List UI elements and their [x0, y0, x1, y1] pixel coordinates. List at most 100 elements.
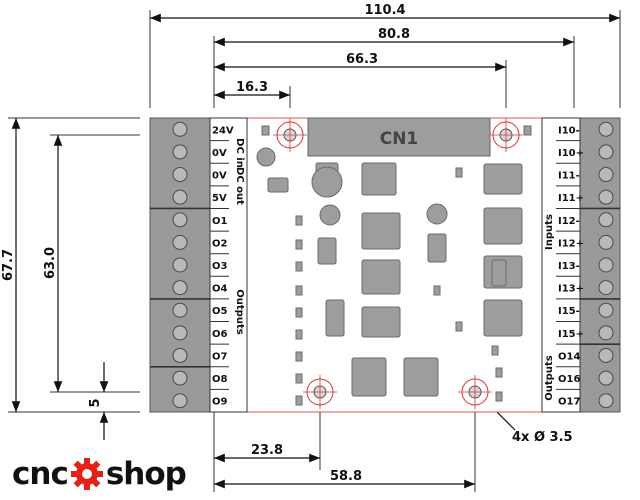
- mounting-hole-top-right: [489, 118, 523, 152]
- dimension-label: 80.8: [378, 27, 410, 42]
- terminal-screw: [598, 393, 614, 409]
- component-chip: [403, 357, 439, 397]
- component-chip: [361, 306, 401, 338]
- terminal-label: I13-: [558, 261, 580, 272]
- dimension-hole-top-left-x: 16.3: [214, 80, 290, 100]
- component-pad: [295, 285, 303, 296]
- terminal-screws: [150, 121, 210, 409]
- group-label-outputs: Outputs: [234, 289, 245, 334]
- component-pad: [295, 215, 303, 226]
- terminal-label: O4: [212, 284, 228, 295]
- terminal-screw: [598, 121, 614, 137]
- terminal-screw: [172, 212, 188, 228]
- terminal-screw: [172, 280, 188, 296]
- component-chip: [483, 207, 523, 245]
- component-pad: [295, 261, 303, 272]
- terminal-screw: [598, 167, 614, 183]
- mounting-holes: [273, 118, 523, 409]
- component-chip: [267, 177, 289, 193]
- terminal-label: O16: [558, 374, 580, 385]
- component-chip: [491, 259, 507, 287]
- terminal-screw: [598, 189, 614, 205]
- terminal-label: O1: [212, 216, 228, 227]
- component-pad: [455, 321, 463, 332]
- right-terminal-block: I10-I10+I11-I11+I12-I12+I13-I13+I15-I15+…: [541, 117, 621, 413]
- capacitor-component: [426, 203, 448, 225]
- group-label-dc-out: DC out: [234, 167, 245, 205]
- component-pad: [491, 345, 499, 356]
- terminal-label: O8: [212, 374, 228, 385]
- component-chip: [361, 212, 401, 250]
- dimension-label: 58.8: [330, 469, 362, 484]
- terminal-label: O9: [212, 397, 228, 408]
- terminal-label: 0V: [212, 171, 227, 182]
- terminal-screw: [172, 347, 188, 363]
- terminal-label: I13+: [558, 284, 584, 295]
- terminal-label: O17: [558, 397, 580, 408]
- dimension-label: 63.0: [43, 247, 58, 279]
- terminal-label: I11+: [558, 193, 584, 204]
- left-group-labels: DC in DC out Outputs: [234, 138, 245, 335]
- group-label-dc-in: DC in: [234, 138, 245, 168]
- terminal-label: I12+: [558, 238, 584, 249]
- terminal-screw: [598, 144, 614, 160]
- terminal-screw: [172, 393, 188, 409]
- terminal-labels: I10-I10+I11-I11+I12-I12+I13-I13+I15-I15+…: [556, 125, 584, 408]
- dimension-hole-spacing-y: 63.0: [43, 135, 63, 392]
- hole-callout-label: 4x Ø 3.5: [512, 430, 573, 445]
- board-components: [256, 125, 532, 406]
- dimension-label: 67.7: [1, 249, 16, 281]
- terminal-label: O7: [212, 351, 228, 362]
- component-chip: [361, 259, 401, 295]
- cncshop-logo: cnc shop: [12, 454, 187, 494]
- component-pad: [295, 373, 303, 384]
- dimension-label: 66.3: [346, 52, 378, 67]
- terminal-screw: [172, 121, 188, 137]
- cn1-label: CN1: [380, 129, 419, 149]
- component-pad: [455, 167, 463, 178]
- terminal-label: O5: [212, 306, 228, 317]
- component-chip: [325, 299, 345, 337]
- component-chip: [361, 162, 397, 196]
- dimension-label: 110.4: [364, 3, 405, 18]
- terminal-label: 0V: [212, 148, 227, 159]
- dimension-hole-bottom-right-x: 58.8: [214, 469, 475, 489]
- terminal-label: I10+: [558, 148, 584, 159]
- terminal-screw: [598, 347, 614, 363]
- dimension-label: 23.8: [251, 443, 283, 458]
- terminal-screw: [598, 370, 614, 386]
- terminal-label-strip: [209, 117, 248, 413]
- terminal-screw: [598, 257, 614, 273]
- gear-icon: [70, 458, 103, 490]
- terminal-screw: [598, 325, 614, 341]
- terminal-screw: [172, 167, 188, 183]
- component-chip: [351, 357, 387, 397]
- component-pad: [295, 395, 303, 406]
- terminal-screw: [172, 257, 188, 273]
- component-chip: [317, 237, 337, 265]
- terminal-label: I10-: [558, 125, 580, 136]
- terminal-screw: [172, 144, 188, 160]
- dimension-overall-width: 110.4: [150, 3, 620, 23]
- component-chip: [483, 163, 523, 195]
- mounting-hole-bottom-right: [458, 375, 492, 409]
- dimension-hole-bottom-left-x: 23.8: [214, 443, 320, 463]
- terminal-screw: [172, 325, 188, 341]
- capacitor-component: [319, 204, 341, 226]
- mounting-hole-bottom-left: [303, 375, 337, 409]
- terminal-screw: [598, 234, 614, 250]
- terminal-screw: [598, 302, 614, 318]
- dimension-label: 16.3: [236, 80, 268, 95]
- component-pad: [295, 351, 303, 362]
- right-group-labels: Inputs Outputs: [544, 214, 555, 401]
- component-chip: [427, 233, 447, 263]
- component-pad: [295, 329, 303, 340]
- component-pad: [261, 125, 270, 136]
- mounting-hole-top-left: [273, 118, 307, 152]
- terminal-screws: [580, 121, 620, 409]
- component-chip: [483, 299, 523, 337]
- capacitor-component: [256, 147, 276, 167]
- component-pad: [523, 125, 532, 136]
